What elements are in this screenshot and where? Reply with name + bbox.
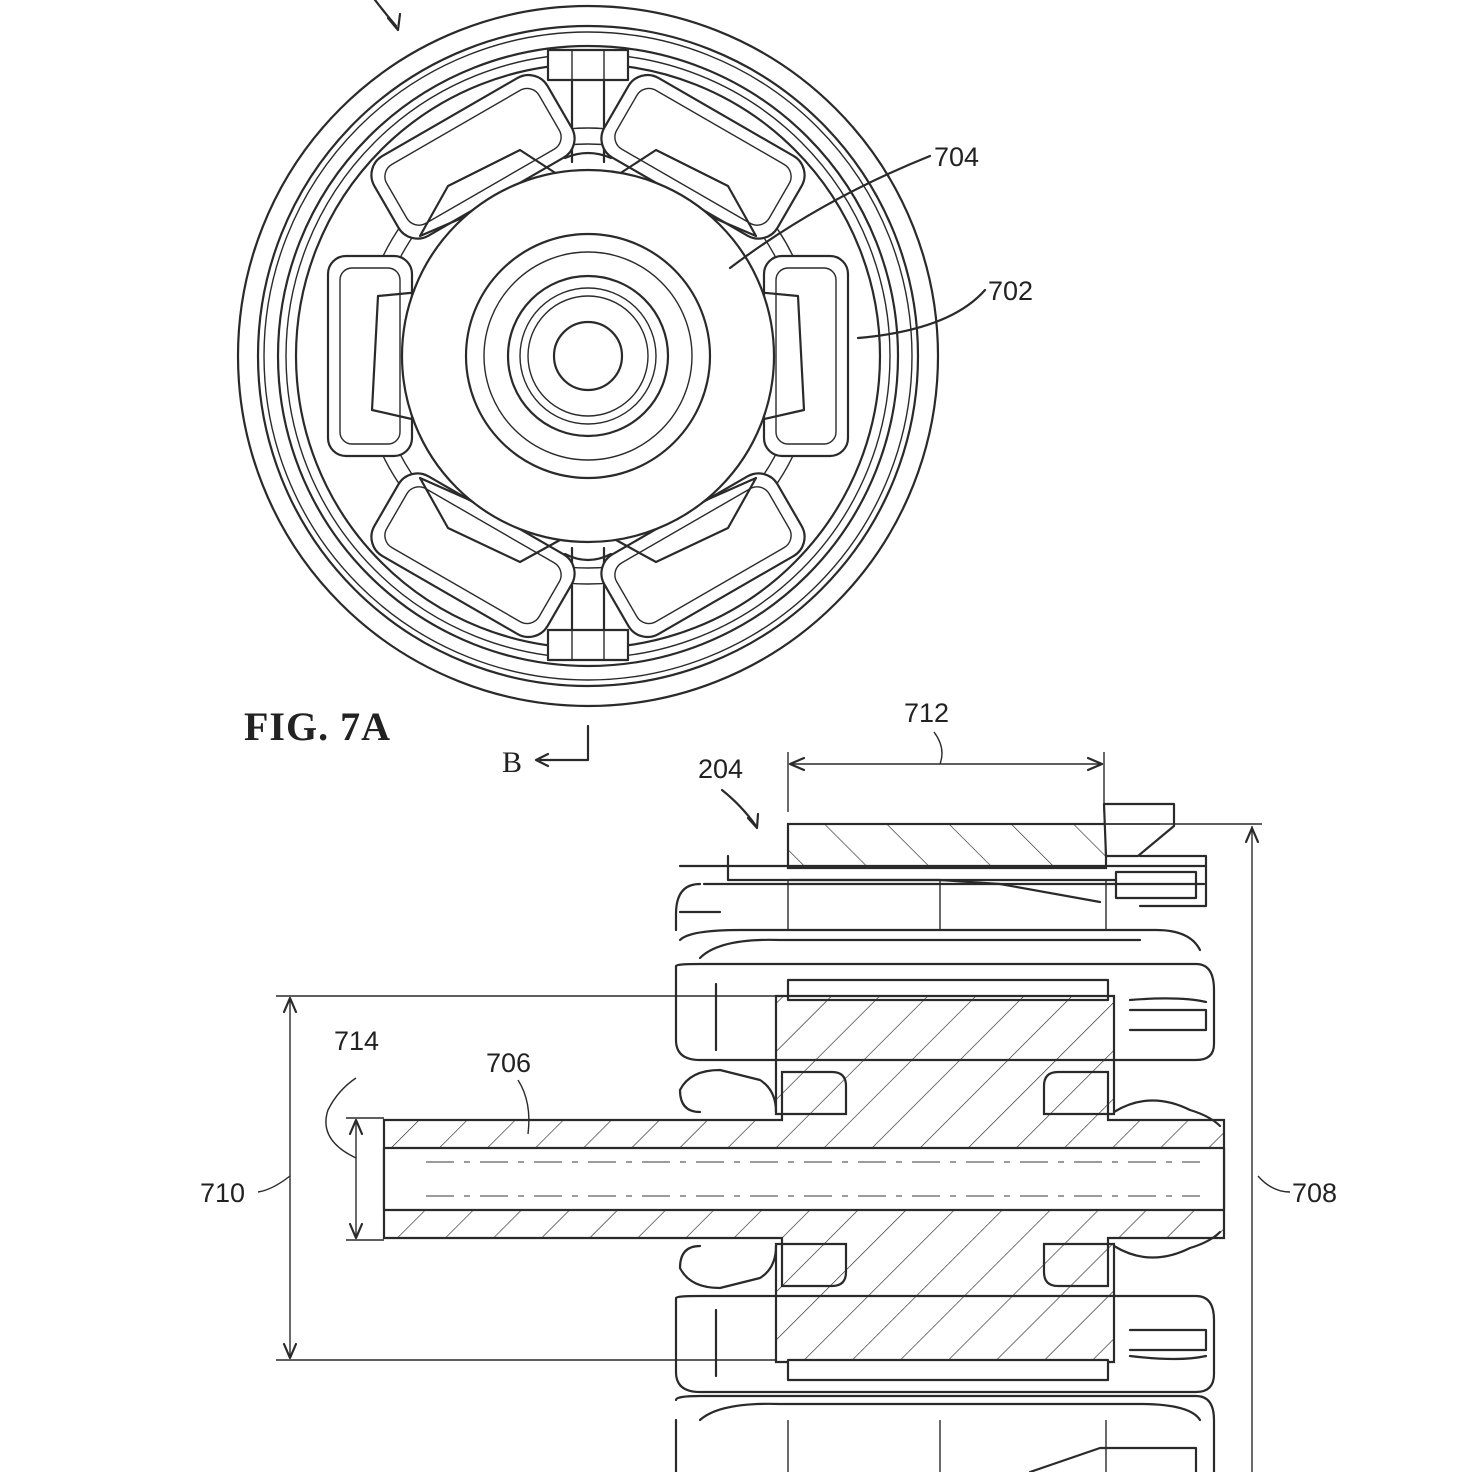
coil-left <box>326 254 414 458</box>
coil-right <box>762 254 850 458</box>
section-view-figure: 204 712 <box>200 698 1337 1472</box>
label-708: 708 <box>1292 1178 1337 1208</box>
outer-housing-ring <box>236 4 940 708</box>
section-marker-label: B <box>502 746 522 779</box>
label-204: 204 <box>698 754 743 784</box>
label-714: 714 <box>334 1026 379 1056</box>
label-710: 710 <box>200 1178 245 1208</box>
lower-coil <box>674 1294 1216 1472</box>
leader-702 <box>856 288 987 340</box>
section-marker: B <box>502 724 590 779</box>
shaft-bore <box>382 1146 1226 1212</box>
leader-704 <box>728 154 932 270</box>
top-housing-plate <box>786 822 1108 870</box>
rotor-hub <box>400 168 776 544</box>
label-712: 712 <box>904 698 949 728</box>
label-704: 704 <box>934 142 979 172</box>
label-706: 706 <box>486 1048 531 1078</box>
figure-caption: FIG. 7A <box>244 704 391 749</box>
end-view-figure: 704 702 <box>236 0 1033 708</box>
upper-coil <box>674 854 1216 1062</box>
label-702: 702 <box>988 276 1033 306</box>
